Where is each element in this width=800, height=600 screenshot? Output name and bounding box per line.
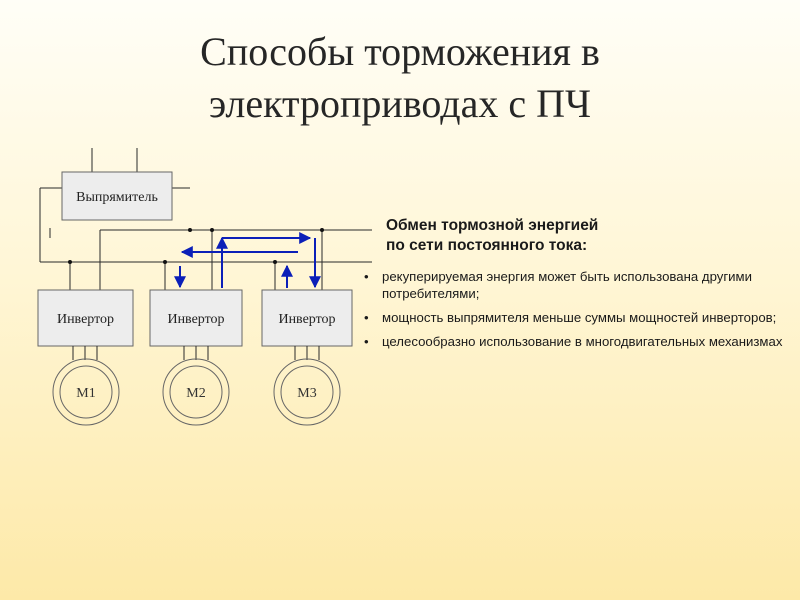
info-panel: Обмен тормозной энергией по сети постоян…	[362, 216, 792, 357]
info-heading-line-2: по сети постоянного тока:	[386, 237, 588, 254]
slide-title: Способы торможения в электроприводах с П…	[0, 26, 800, 130]
inverter-block-3: Инвертор	[261, 289, 353, 347]
bullet-icon: •	[364, 334, 369, 349]
node-2	[163, 260, 167, 264]
motor-label-1: M1	[76, 386, 95, 401]
bullet-icon: •	[364, 269, 369, 284]
node-4	[188, 228, 192, 232]
motor-1: M1	[52, 358, 120, 426]
inverter-label-2: Инвертор	[167, 312, 224, 327]
list-item: • мощность выпрямителя меньше суммы мощн…	[362, 309, 792, 326]
rectifier-block: Выпрямитель	[61, 171, 173, 221]
list-item: • целесообразно использование в многодви…	[362, 333, 792, 350]
inverter-label-3: Инвертор	[278, 312, 335, 327]
node-1	[68, 260, 72, 264]
bullet-text-3: целесообразно использование в многодвига…	[382, 334, 783, 349]
motor-2: M2	[162, 358, 230, 426]
title-line-2: электроприводах с ПЧ	[208, 81, 592, 126]
inverter-label-1: Инвертор	[57, 312, 114, 327]
energy-flow-arrows	[174, 232, 321, 289]
inverter-block-2: Инвертор	[149, 289, 243, 347]
rectifier-label: Выпрямитель	[76, 190, 158, 205]
info-bullet-list: • рекуперируемая энергия может быть испо…	[362, 268, 792, 350]
bullet-icon: •	[364, 310, 369, 325]
bullet-text-2: мощность выпрямителя меньше суммы мощнос…	[382, 310, 777, 325]
inverter-block-1: Инвертор	[37, 289, 134, 347]
motor-label-3: M3	[297, 386, 316, 401]
bullet-text-1: рекуперируемая энергия может быть исполь…	[382, 269, 752, 301]
title-line-1: Способы торможения в	[200, 29, 600, 74]
motor-label-2: M2	[186, 386, 205, 401]
node-3	[273, 260, 277, 264]
node-6	[320, 228, 324, 232]
info-heading-line-1: Обмен тормозной энергией	[386, 217, 599, 234]
info-heading: Обмен тормозной энергией по сети постоян…	[386, 216, 792, 256]
motor-3: M3	[273, 358, 341, 426]
list-item: • рекуперируемая энергия может быть испо…	[362, 268, 792, 302]
node-5	[210, 228, 214, 232]
